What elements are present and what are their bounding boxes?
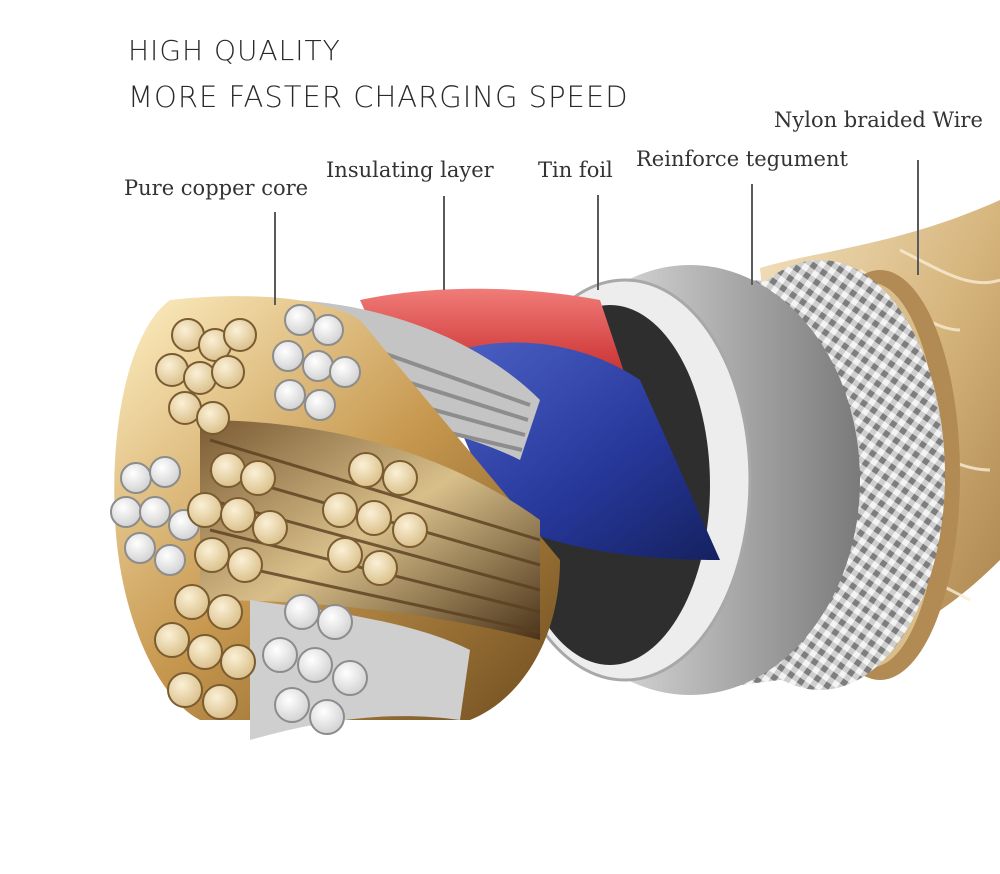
copper-strand-ends-lower	[154, 584, 256, 720]
silver-strand-ends-upper	[272, 304, 361, 421]
label-insulating-layer: Insulating layer	[326, 158, 494, 182]
headline-charging-speed: MORE FASTER CHARGING SPEED	[128, 80, 629, 114]
silver-strand-ends-left	[110, 456, 200, 576]
label-pure-copper-core: Pure copper core	[124, 176, 309, 200]
copper-strand-ends-upper	[155, 318, 257, 435]
label-tin-foil: Tin foil	[538, 158, 613, 182]
copper-strand-ends-center	[187, 452, 288, 583]
label-nylon-braided-wire: Nylon braided Wire	[774, 108, 983, 132]
silver-strand-ends-lower	[262, 594, 368, 735]
leader-lines	[274, 160, 919, 305]
headline-high-quality: HIGH QUALITY	[128, 34, 341, 67]
copper-strand-ends-right	[322, 452, 428, 586]
label-reinforce-tegument: Reinforce tegument	[636, 147, 848, 171]
